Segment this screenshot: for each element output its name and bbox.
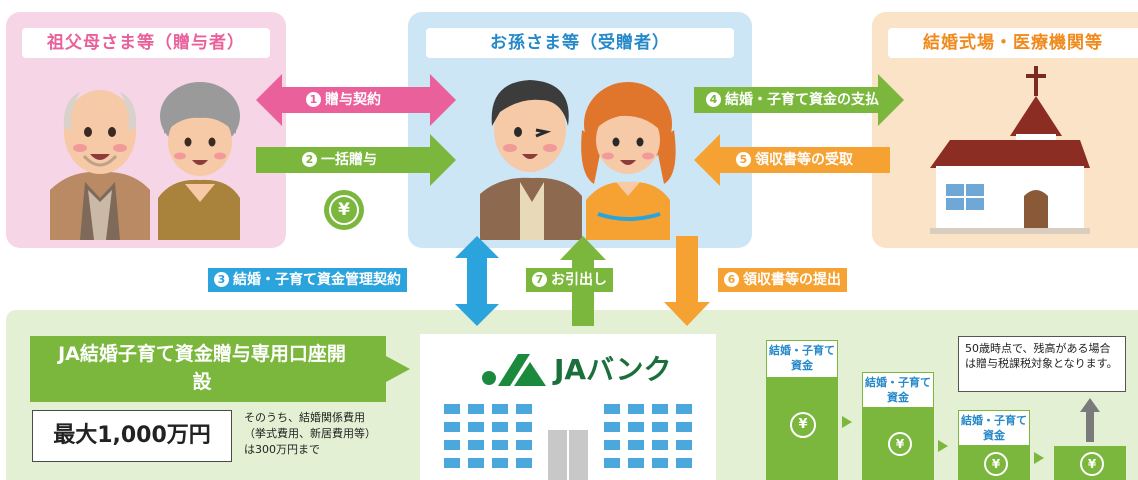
yen-coin-icon: ¥ <box>324 190 364 230</box>
step-6-number: 6 <box>724 272 739 287</box>
fund-label-2: 結婚・子育て 資金 <box>862 372 934 408</box>
account-title-banner <box>30 336 410 402</box>
receipt-submit-arrow <box>664 236 710 326</box>
step-2-number: 2 <box>302 152 317 167</box>
church-illustration <box>930 66 1090 234</box>
fund-label-3: 結婚・子育て 資金 <box>958 410 1030 446</box>
bank-building: JAバンク <box>420 334 716 480</box>
step-1-number: 1 <box>306 92 321 107</box>
step-7-label: 7 お引出し <box>526 268 613 292</box>
max-amount: 最大1,000万円 <box>53 423 211 448</box>
step-7-number: 7 <box>532 272 547 287</box>
note-line-1: そのうち、結婚関係費用 <box>244 411 365 424</box>
step-arrow-icon-2 <box>938 440 948 452</box>
bank-name: JAバンク <box>554 353 672 386</box>
note-line-2: （挙式費用、新居費用等） <box>244 427 376 440</box>
fund-block-3: 結婚・子育て 資金 ¥ <box>958 410 1030 480</box>
step-4-label: 4 結婚・子育て資金の支払 <box>700 88 885 112</box>
grandchildren-illustration <box>480 80 676 240</box>
fund-label-3-line2: 資金 <box>983 429 1005 442</box>
fund-label-1-line1: 結婚・子育て <box>769 344 835 357</box>
step-3-text: 結婚・子育て資金管理契約 <box>233 272 401 288</box>
note-line-3: は300万円まで <box>244 443 320 456</box>
bank-windows <box>444 404 692 480</box>
fund-block-4: ¥ <box>1054 446 1126 480</box>
taxable-arrow-icon <box>1080 398 1100 442</box>
step-7-text: お引出し <box>551 272 607 288</box>
receipt-receive-arrow <box>694 134 890 186</box>
fund-label-2-line1: 結婚・子育て <box>865 376 931 389</box>
max-amount-note: そのうち、結婚関係費用 （挙式費用、新居費用等） は300万円まで <box>244 410 376 458</box>
fund-label-1: 結婚・子育て 資金 <box>766 340 838 378</box>
step-arrow-icon-1 <box>842 416 852 428</box>
step-4-number: 4 <box>706 92 721 107</box>
gift-contract-arrow <box>256 74 456 126</box>
fund-block-2: 結婚・子育て 資金 ¥ <box>862 372 934 480</box>
step-5-text: 領収書等の受取 <box>755 152 853 168</box>
grandchildren-header: お孫さま等（受贈者） <box>426 28 734 58</box>
grandparents-header: 祖父母さま等（贈与者） <box>22 28 270 58</box>
fund-yen-icon-4: ¥ <box>1080 452 1104 476</box>
fund-yen-icon-3: ¥ <box>984 452 1008 476</box>
step-1-text: 贈与契約 <box>325 92 381 108</box>
step-2-text: 一括贈与 <box>321 152 377 168</box>
ja-logo-icon <box>482 354 546 386</box>
step-5-label: 5 領収書等の受取 <box>730 148 859 172</box>
fund-label-1-line2: 資金 <box>791 359 813 372</box>
step-2-label: 2 一括贈与 <box>296 148 383 172</box>
max-amount-box: 最大1,000万円 <box>32 410 232 462</box>
management-contract-arrow <box>455 236 499 326</box>
yen-symbol: ¥ <box>329 195 359 225</box>
step-6-label: 6 領収書等の提出 <box>718 268 847 292</box>
fund-block-1: 結婚・子育て 資金 ¥ <box>766 340 838 480</box>
venues-header: 結婚式場・医療機関等 <box>888 28 1138 58</box>
fund-label-3-line1: 結婚・子育て <box>961 414 1027 427</box>
step-3-label: 3 結婚・子育て資金管理契約 <box>208 268 407 292</box>
fund-label-2-line2: 資金 <box>887 391 909 404</box>
fund-yen-icon-2: ¥ <box>888 432 912 456</box>
payment-arrow <box>694 74 904 126</box>
step-arrow-icon-3 <box>1034 452 1044 464</box>
lump-sum-gift-arrow <box>256 134 456 186</box>
fund-yen-icon-1: ¥ <box>790 412 816 438</box>
step-5-number: 5 <box>736 152 751 167</box>
step-4-text: 結婚・子育て資金の支払 <box>725 92 879 108</box>
step-3-number: 3 <box>214 272 229 287</box>
step-6-text: 領収書等の提出 <box>743 272 841 288</box>
tax-note: 50歳時点で、残高がある場合は贈与税課税対象となります。 <box>965 342 1118 370</box>
step-1-label: 1 贈与契約 <box>300 88 387 112</box>
grandparents-illustration <box>50 82 240 240</box>
account-title: JA結婚子育て資金贈与専用口座開設 <box>58 343 346 393</box>
tax-note-box: 50歳時点で、残高がある場合は贈与税課税対象となります。 <box>958 336 1126 392</box>
